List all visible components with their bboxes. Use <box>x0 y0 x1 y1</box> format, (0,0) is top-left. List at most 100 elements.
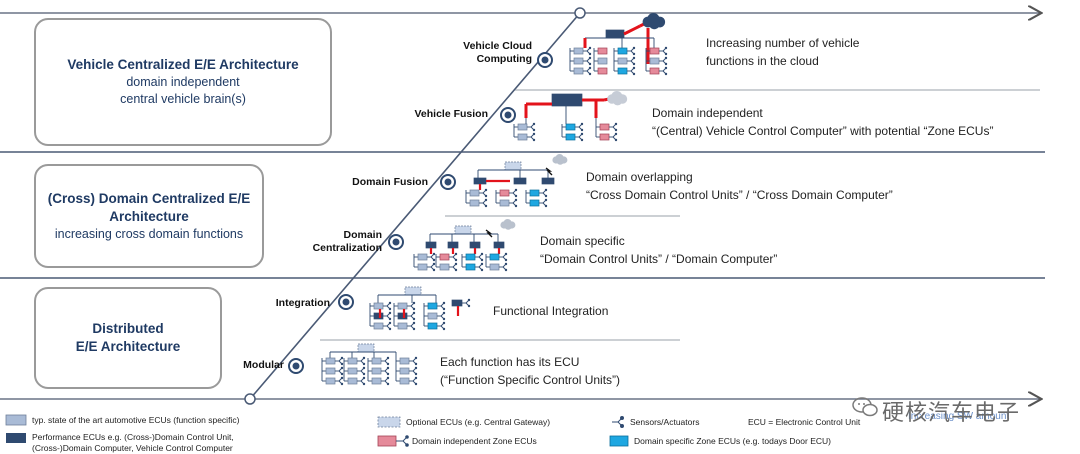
description-line: Domain overlapping <box>586 170 693 184</box>
ecu-box <box>493 241 505 249</box>
diagonal-end-bottom <box>244 393 256 405</box>
ecu-box <box>489 263 500 271</box>
ecu-box <box>439 263 450 271</box>
sensor-dot <box>454 258 458 262</box>
axis-label-sw-amount: Increasing SW amount <box>908 411 1010 422</box>
sensor-dot <box>432 268 436 272</box>
sensor-dot <box>484 194 488 198</box>
sensor-dot <box>484 188 488 192</box>
ecu-box <box>599 123 610 131</box>
sensor-dot <box>340 356 344 360</box>
ecu-box <box>347 357 358 365</box>
ecu-box <box>425 241 437 249</box>
ecu-box <box>599 133 610 141</box>
lightning-icon <box>545 167 553 176</box>
sensor-dot <box>340 376 344 380</box>
sensor-dot <box>532 132 536 136</box>
stage-diagonal <box>249 12 581 400</box>
legend-sensors: Sensors/Actuators <box>630 417 700 427</box>
ecu-box <box>617 47 628 55</box>
sensor-dot <box>614 132 618 136</box>
sensor-dot <box>588 62 592 66</box>
legend-icons <box>5 414 629 447</box>
architecture-box-vehicle-centralized: Vehicle Centralized E/E Architecture dom… <box>34 18 332 146</box>
ecu-box <box>617 67 628 75</box>
legend-typical: typ. state of the art automotive ECUs (f… <box>32 415 240 425</box>
legend-sensor-icon <box>612 416 624 428</box>
sensor-dot <box>632 66 636 70</box>
architecture-detail: central vehicle brain(s) <box>120 92 246 106</box>
sensor-dot <box>580 132 584 136</box>
sensor-dot <box>664 62 668 66</box>
sensor-dot <box>580 128 584 132</box>
ecu-box <box>597 57 608 65</box>
stage-node <box>440 174 456 190</box>
sensor-dot <box>664 46 668 50</box>
sensor-dot <box>340 372 344 376</box>
description-line: Domain independent <box>652 106 763 120</box>
legend-zone-independent: Domain independent Zone ECUs <box>412 436 537 446</box>
lightning-icon <box>485 229 493 238</box>
ecu-box <box>325 367 336 375</box>
sensor-dot <box>467 304 471 308</box>
cloud-icon <box>648 18 660 30</box>
ecu-box <box>371 377 382 385</box>
legend-ecu-definition: ECU = Electronic Control Unit <box>748 417 861 427</box>
sensor-dot <box>664 66 668 70</box>
sensor-dot <box>588 66 592 70</box>
stage-label-vehicle-cloud: Vehicle Cloud Computing <box>430 40 532 66</box>
sensor-dot <box>580 122 584 126</box>
legend-connector-icon <box>396 435 409 447</box>
sensor-dot <box>614 138 618 142</box>
sensor-dot <box>412 311 416 315</box>
sensor-dot <box>386 366 390 370</box>
sensor-dot <box>588 46 592 50</box>
sensor-dot <box>544 188 548 192</box>
ecu-box <box>499 199 510 207</box>
sensor-dot <box>588 72 592 76</box>
sensor-dot <box>514 198 518 202</box>
sensor-dot <box>414 376 418 380</box>
legend-swatch-performance <box>6 433 26 443</box>
sensor-dot <box>388 311 392 315</box>
architecture-box-distributed: Distributed E/E Architecture <box>34 287 222 389</box>
sensor-dot <box>480 252 484 256</box>
sensor-dot <box>388 317 392 321</box>
ecu-box <box>439 253 450 261</box>
sensor-dot <box>362 366 366 370</box>
sensor-dot <box>532 122 536 126</box>
ecu-box <box>371 367 382 375</box>
ecu-box <box>357 343 375 353</box>
ecu-box <box>427 322 438 330</box>
sensor-dot <box>388 327 392 331</box>
sensor-dot <box>514 204 518 208</box>
sensor-dot <box>388 301 392 305</box>
sensor-dot <box>484 204 488 208</box>
cloud-icon <box>612 95 623 106</box>
sensor-dot <box>504 268 508 272</box>
sensor-dot <box>614 122 618 126</box>
stage-label-domain-fusion: Domain Fusion <box>330 176 428 189</box>
sensor-dot <box>580 138 584 142</box>
description-line: Functional Integration <box>493 304 609 318</box>
architecture-detail: increasing cross domain functions <box>54 226 244 241</box>
sensor-dot <box>362 362 366 366</box>
cloud-icon <box>504 222 512 230</box>
sensor-dot <box>340 382 344 386</box>
ecu-box <box>541 177 555 185</box>
sensor-dot <box>504 262 508 266</box>
sensor-dot <box>414 382 418 386</box>
architecture-subtitle: domain independent <box>126 75 240 89</box>
sensor-dot <box>544 198 548 202</box>
sensor-dot <box>467 298 471 302</box>
stage-label-line: Centralization <box>312 242 382 254</box>
architecture-subtitle: Architecture <box>109 208 189 224</box>
ecu-box <box>573 57 584 65</box>
sensor-dot <box>442 311 446 315</box>
description-line: “(Central) Vehicle Control Computer” wit… <box>652 124 994 138</box>
sensor-dot <box>544 194 548 198</box>
legend-performance-line2: (Cross-)Domain Computer, Vehicle Control… <box>32 443 233 453</box>
ecu-box <box>649 57 660 65</box>
description-line: “Domain Control Units” / “Domain Compute… <box>540 252 778 266</box>
